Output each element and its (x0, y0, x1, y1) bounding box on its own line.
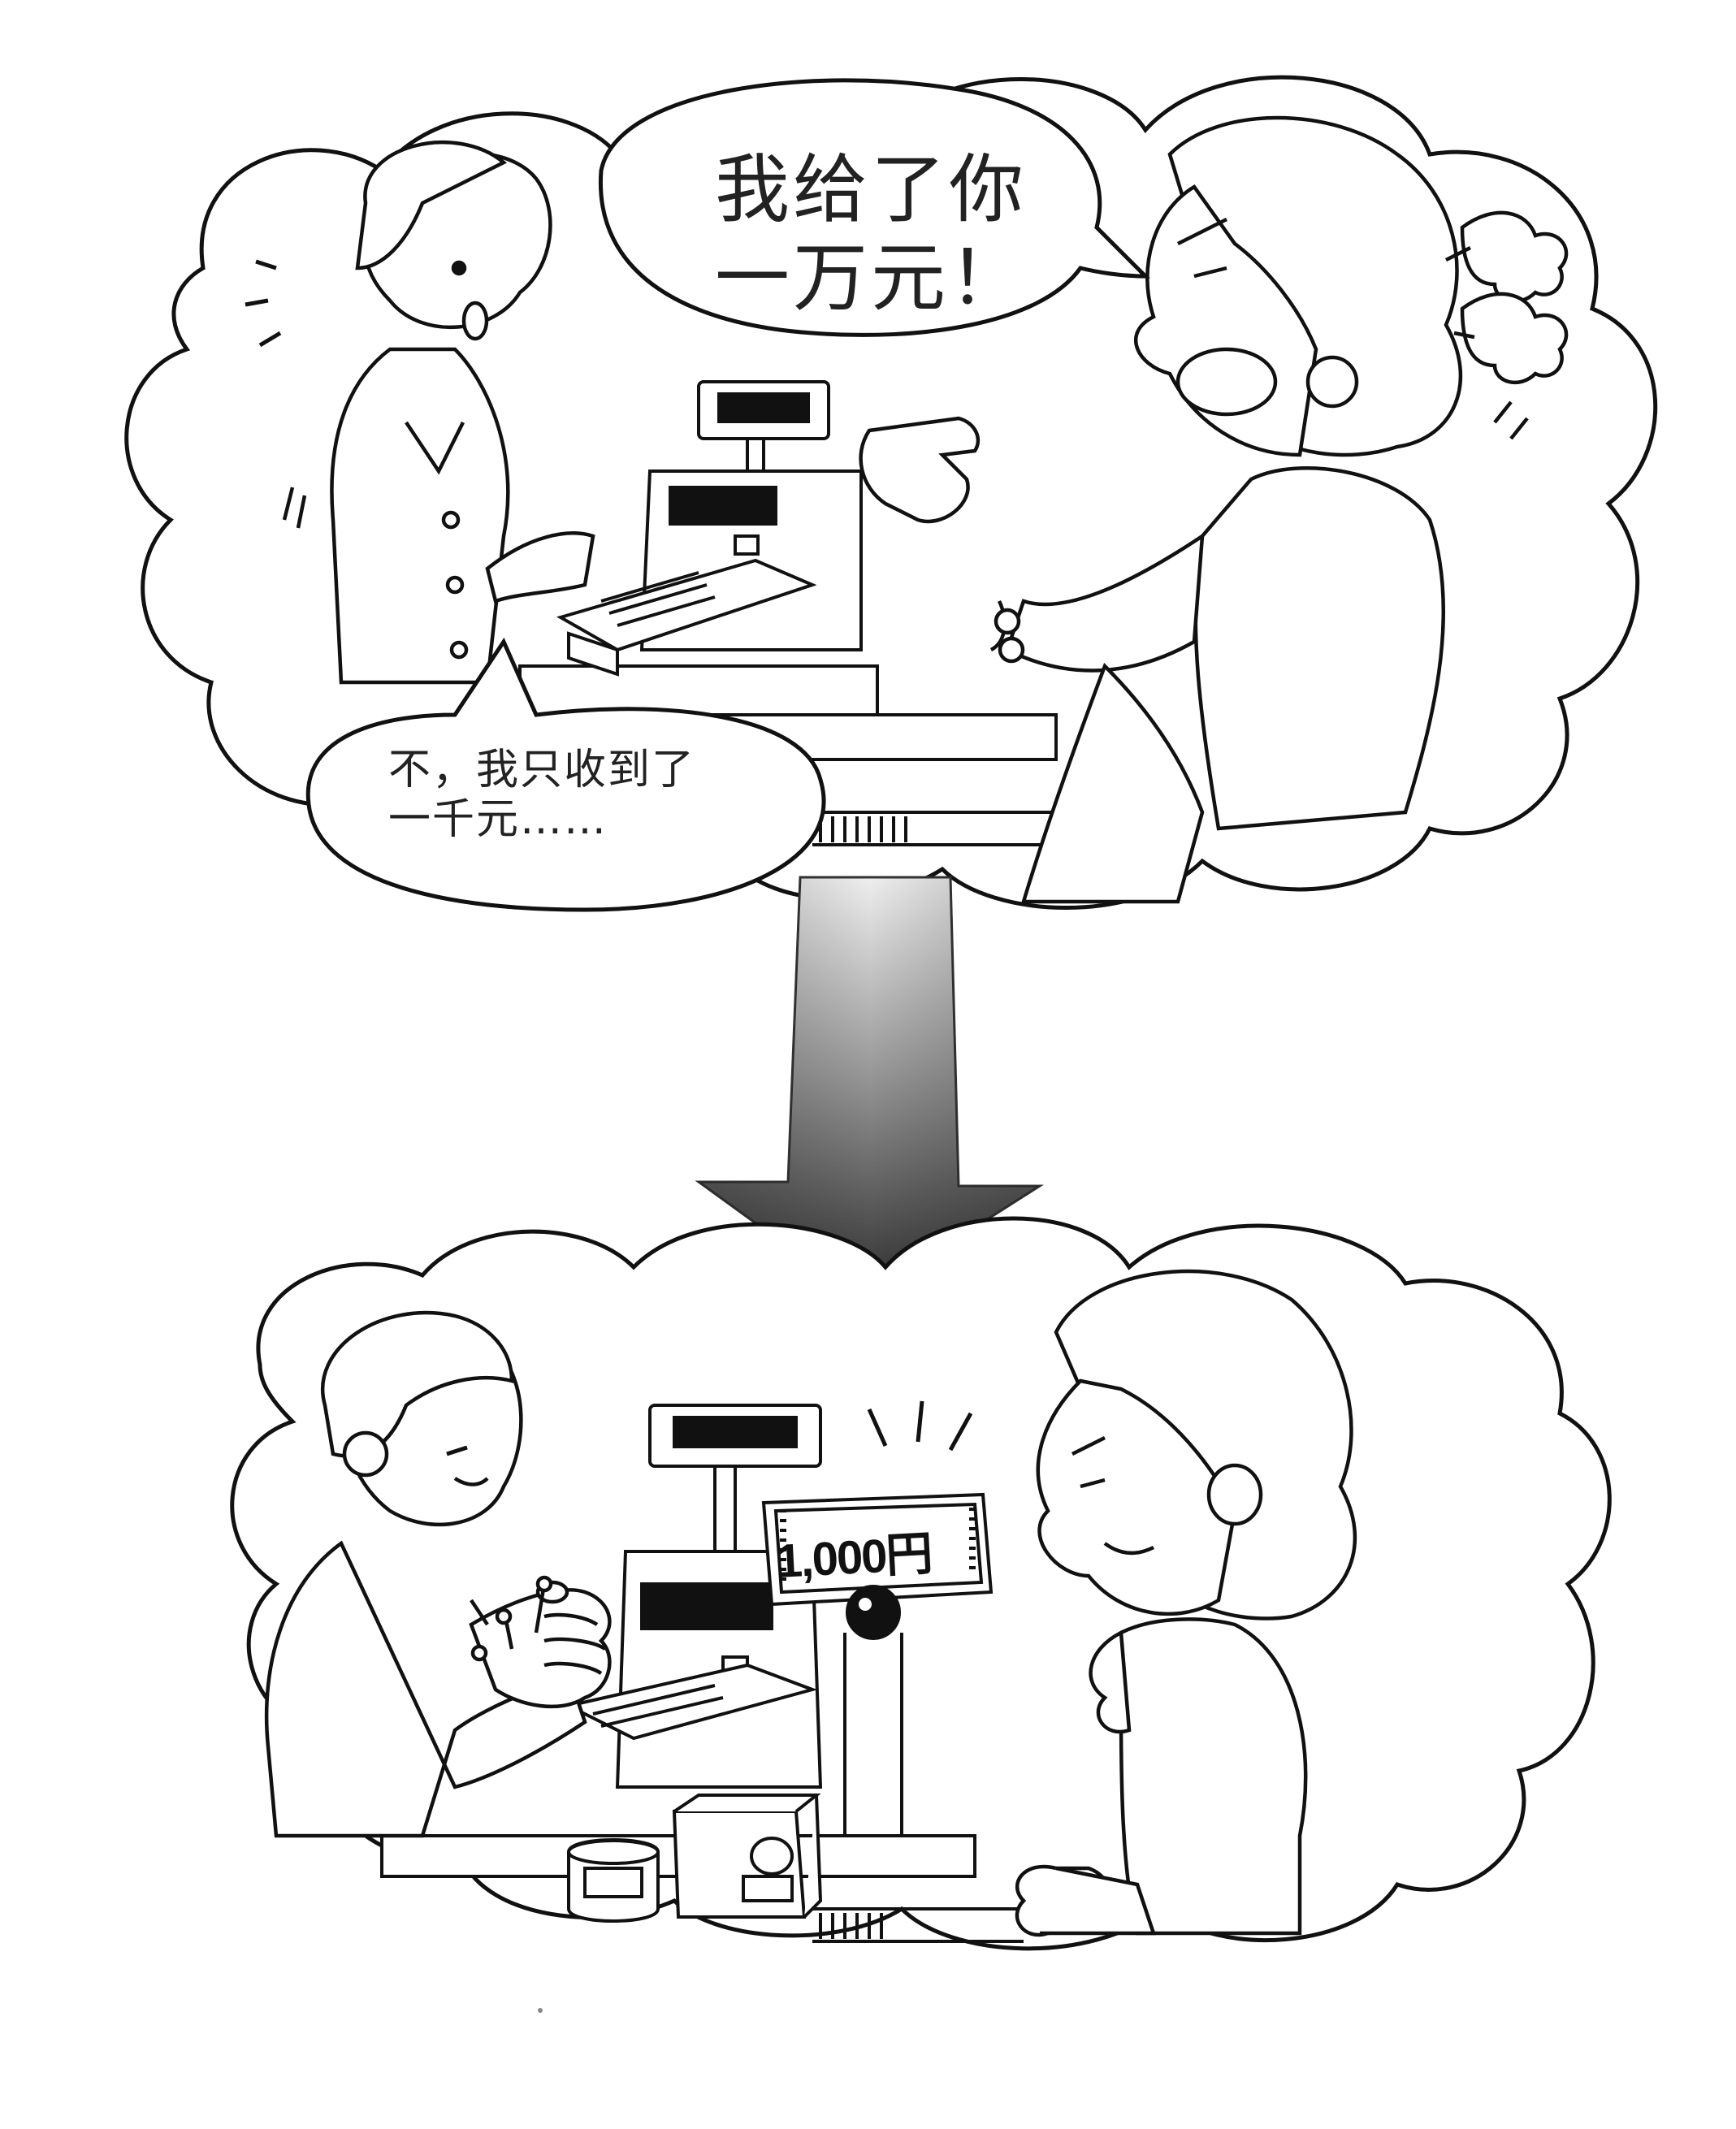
bottom-customer-figure (1015, 1270, 1357, 1937)
customer-speech-line-2: 一万元！ (715, 234, 1028, 322)
customer-speech-bubble (598, 78, 1151, 337)
customer-speech-line-1: 我给了你 (715, 146, 1028, 233)
cashier-speech-line-2: 一千元…… (388, 795, 608, 845)
bottom-cashier-figure (264, 1310, 612, 1838)
top-cashier-figure (245, 140, 595, 685)
top-cash-register (556, 380, 863, 677)
cashier-speech-line-1: 不，我只收到了 (388, 746, 696, 794)
bottom-cash-register (564, 1404, 823, 1789)
groceries (567, 1794, 823, 1923)
top-customer-figure (859, 115, 1569, 904)
scan-speck (538, 2008, 543, 2013)
price-display-sign (761, 1400, 994, 1836)
price-display-text: 1,000円 (774, 1527, 933, 1588)
cashier-speech-bubble (305, 637, 826, 912)
customer-speech-text: 我给了你一万元！ (715, 146, 1027, 322)
cashier-speech-text: 不，我只收到了一千元…… (388, 746, 695, 846)
